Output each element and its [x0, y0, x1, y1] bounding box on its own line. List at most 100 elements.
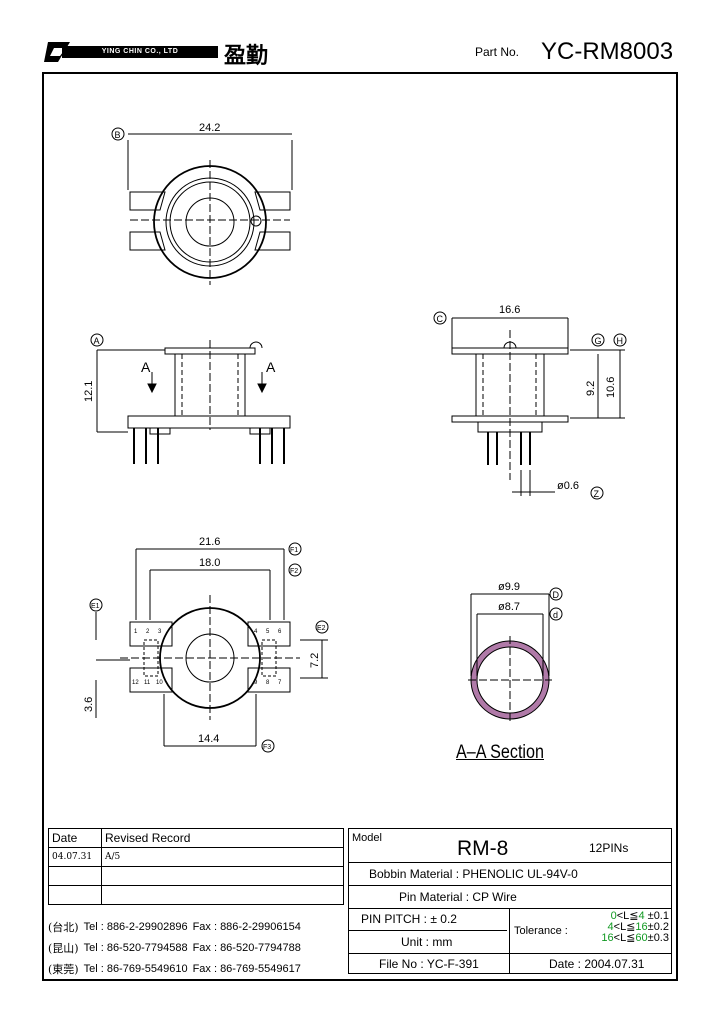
- tol-op: <L≦: [616, 910, 639, 922]
- revision-table: Date Revised Record 04.07.31 A/5: [48, 828, 344, 905]
- pin-label: 5: [266, 629, 270, 635]
- model-label: Model: [352, 832, 382, 844]
- contact-row: (昆山) Tel : 86-520-7794588 Fax : 86-520-7…: [48, 938, 346, 959]
- tol-val: ±0.1: [647, 910, 669, 922]
- contact-fax: Fax : 886-2-29906154: [192, 921, 301, 933]
- side-view: [96, 340, 291, 464]
- pin-label: 10: [156, 680, 163, 686]
- pin-numbers: 1 2 3 4 5 6 7 8 9 10 11 12: [132, 629, 282, 686]
- pin-material-value: CP Wire: [472, 890, 517, 904]
- company-name-en: YING CHIN CO., LTD: [62, 46, 218, 58]
- tol-op: <L≦: [613, 921, 636, 933]
- rev-row-record: [101, 866, 344, 886]
- ref-d-upper-label: D: [553, 590, 560, 600]
- contact-row: (東莞) Tel : 86-769-5549610 Fax : 86-769-5…: [48, 959, 346, 980]
- section-view: [468, 593, 552, 722]
- contact-location: (東莞): [48, 963, 79, 976]
- ref-d-lower-label: d: [553, 610, 558, 620]
- part-no-label: Part No.: [475, 45, 520, 59]
- ref-e1-label: E1: [91, 603, 100, 610]
- dim-14-4: 14.4: [198, 733, 219, 745]
- tol-hi: 60: [635, 932, 648, 944]
- rev-row-date: [48, 885, 102, 905]
- rev-row-record: [101, 885, 344, 905]
- bottom-view: [95, 548, 328, 747]
- ref-f1-label: F1: [290, 547, 298, 554]
- pitch-label: PIN PITCH :: [361, 912, 428, 926]
- section-mark-right: A: [266, 359, 276, 375]
- contact-tel: Tel : 86-769-5549610: [83, 963, 188, 975]
- dim-inner-dia: ø8.7: [498, 601, 520, 613]
- ref-e2-label: E2: [317, 625, 326, 632]
- ref-h-label: H: [617, 336, 624, 346]
- model-value: RM-8: [457, 837, 509, 860]
- pin-label: 7: [278, 680, 282, 686]
- pin-label: 11: [144, 680, 151, 686]
- dim-9-2: 9.2: [585, 381, 597, 396]
- part-no: YC-RM8003: [541, 38, 674, 65]
- date-value: 2004.07.31: [584, 957, 645, 971]
- drawing-frame: [42, 72, 678, 981]
- rev-row-record: A/5: [101, 847, 344, 867]
- ref-g-label: G: [595, 336, 602, 346]
- unit-label: Unit :: [401, 935, 430, 949]
- ref-c-label: C: [437, 314, 444, 324]
- contact-fax: Fax : 86-769-5549617: [192, 963, 301, 975]
- dim-pin-dia: ø0.6: [557, 480, 579, 492]
- tol-lo: 16: [601, 932, 614, 944]
- rev-row-date: 04.07.31: [48, 847, 102, 867]
- dim-outer-dia: ø9.9: [498, 581, 520, 593]
- section-mark-left: A: [141, 359, 151, 375]
- dim-21-6: 21.6: [199, 536, 220, 548]
- contact-tel: Tel : 886-2-29902896: [83, 921, 188, 933]
- ref-z-label: Z: [594, 489, 600, 499]
- contact-location: (昆山): [48, 942, 79, 955]
- tol-val: ±0.2: [647, 921, 669, 933]
- date-label: Date :: [549, 957, 582, 971]
- contact-tel: Tel : 86-520-7794588: [83, 942, 188, 954]
- pin-label: 4: [254, 629, 258, 635]
- pin-label: 3: [158, 629, 162, 635]
- top-view: [127, 133, 293, 285]
- dim-10-6: 10.6: [605, 377, 617, 398]
- ref-b-label: B: [115, 130, 121, 140]
- pitch-value: ± 0.2: [430, 912, 457, 926]
- tol-hi: 4: [638, 910, 645, 922]
- bobbin-label: Bobbin Material :: [369, 867, 460, 881]
- contact-list: (台北) Tel : 886-2-29902896 Fax : 886-2-29…: [48, 917, 346, 980]
- pin-count: 12PINs: [589, 841, 629, 855]
- pin-label: 6: [278, 629, 282, 635]
- file-no-label: File No :: [379, 957, 424, 971]
- front-view: [451, 317, 625, 496]
- file-no-value: YC-F-391: [426, 957, 479, 971]
- ref-f3-label: F3: [263, 744, 271, 751]
- dim-7-2: 7.2: [309, 653, 321, 668]
- tolerance-list: 0<L≦4 ±0.1 4<L≦16±0.2 16<L≦60±0.3: [587, 911, 669, 944]
- tol-lo: 4: [607, 921, 614, 933]
- pin-label: 12: [132, 680, 139, 686]
- dim-3-6: 3.6: [83, 697, 95, 712]
- section-title: A–A Section: [456, 742, 545, 763]
- dim-height: 12.1: [83, 381, 95, 402]
- dim-18-0: 18.0: [199, 557, 220, 569]
- dim-top-width: 24.2: [199, 122, 220, 134]
- title-block: Model RM-8 12PINs Bobbin Material : PHEN…: [348, 828, 672, 974]
- tol-lo: 0: [610, 910, 617, 922]
- pin-label: 9: [254, 680, 258, 686]
- pin-label: 2: [146, 629, 150, 635]
- ref-f2-label: F2: [290, 568, 298, 575]
- contact-fax: Fax : 86-520-7794788: [192, 942, 301, 954]
- dim-front-width: 16.6: [499, 304, 520, 316]
- unit-value: mm: [432, 935, 453, 949]
- pin-label: 8: [266, 680, 270, 686]
- tol-val: ±0.3: [647, 932, 669, 944]
- contact-row: (台北) Tel : 886-2-29902896 Fax : 886-2-29…: [48, 917, 346, 938]
- tol-op: <L≦: [613, 932, 636, 944]
- company-name-cn: 盈勤: [224, 43, 269, 69]
- pin-label: 1: [134, 629, 138, 635]
- tol-hi: 16: [635, 921, 648, 933]
- rev-header-record: Revised Record: [101, 828, 344, 848]
- rev-row-date: [48, 866, 102, 886]
- tolerance-label: Tolerance :: [514, 925, 568, 937]
